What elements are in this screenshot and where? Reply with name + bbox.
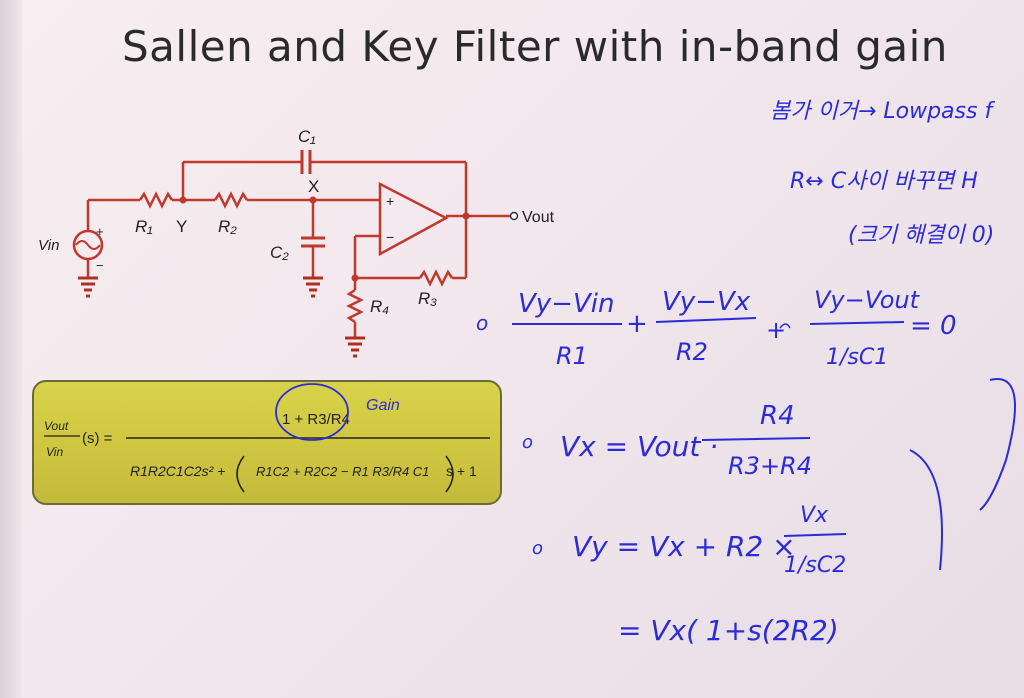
- eq1-op2: +: [766, 316, 786, 344]
- label-opamp-plus: +: [386, 193, 394, 209]
- tf-lhs-arg: (s) =: [82, 430, 113, 447]
- label-r2: R₂: [218, 217, 237, 236]
- label-c1: C₁: [298, 127, 316, 146]
- note-line1: 봄가 이거→ Lowpass f: [770, 99, 995, 124]
- eq2-bullet: o: [522, 432, 533, 453]
- label-vin-minus: −: [96, 258, 104, 273]
- r3-resistor-icon: [418, 269, 454, 287]
- label-opamp-minus: −: [386, 229, 394, 245]
- note-line3: (크기 해결이 0): [848, 223, 994, 248]
- slide-title: Sallen and Key Filter with in-band gain: [122, 22, 948, 71]
- eq2-num: R4: [760, 401, 795, 431]
- eq1-bullet: o: [476, 311, 488, 335]
- label-y: Y: [176, 217, 187, 236]
- label-vin-plus: +: [96, 224, 104, 239]
- r4-resistor-icon: [346, 288, 364, 324]
- opamp-icon: [378, 181, 449, 257]
- eq1-op1: +: [626, 309, 648, 339]
- eq1-term1-num: Vy−Vin: [518, 289, 614, 319]
- eq3-lhs: Vy = Vx + R2 ×: [572, 530, 796, 563]
- eq1-term1-den: R1: [556, 342, 588, 370]
- label-vout: Vout: [522, 209, 555, 226]
- label-x: X: [308, 177, 319, 196]
- eq1-term3-num: Vy−Vout: [814, 286, 921, 314]
- slide-left-edge: [0, 0, 22, 698]
- label-c2: C₂: [270, 243, 289, 262]
- eq3-den: 1/sC2: [784, 553, 846, 578]
- tf-den-part1: R1R2C1C2s² +: [130, 463, 225, 479]
- eq1-term3-den: 1/sC1: [826, 345, 888, 370]
- label-r1: R₁: [135, 217, 153, 236]
- tf-numerator: 1 + R3/R4: [282, 411, 350, 428]
- label-r4: R₄: [370, 297, 389, 316]
- eq3-bullet: o: [532, 538, 543, 559]
- tf-den-part2: R1C2 + R2C2 − R1 R3/R4 C1: [256, 464, 429, 479]
- eq1-rhs: = 0: [910, 311, 957, 341]
- tf-lhs-num: Vout: [44, 419, 69, 433]
- r2-resistor-icon: [213, 191, 249, 209]
- eq2-lhs: Vx = Vout ·: [560, 430, 718, 463]
- label-vin: Vin: [38, 237, 59, 254]
- eq4: = Vx( 1+s(2R2): [618, 614, 839, 647]
- tf-lhs-den: Vin: [46, 445, 63, 459]
- note-line2: R↔ C사이 바꾸면 H: [790, 169, 978, 194]
- eq3-num: Vx: [800, 503, 829, 528]
- eq1-term2-den: R2: [676, 338, 708, 366]
- eq2-den: R3+R4: [728, 452, 812, 480]
- eq1-term2-num: Vy−Vx: [662, 287, 751, 317]
- r1-resistor-icon: [138, 191, 174, 209]
- label-r3: R₃: [418, 289, 437, 308]
- transfer-function-box: [32, 380, 502, 505]
- ground-icons: [78, 276, 365, 358]
- gain-note: Gain: [366, 397, 400, 414]
